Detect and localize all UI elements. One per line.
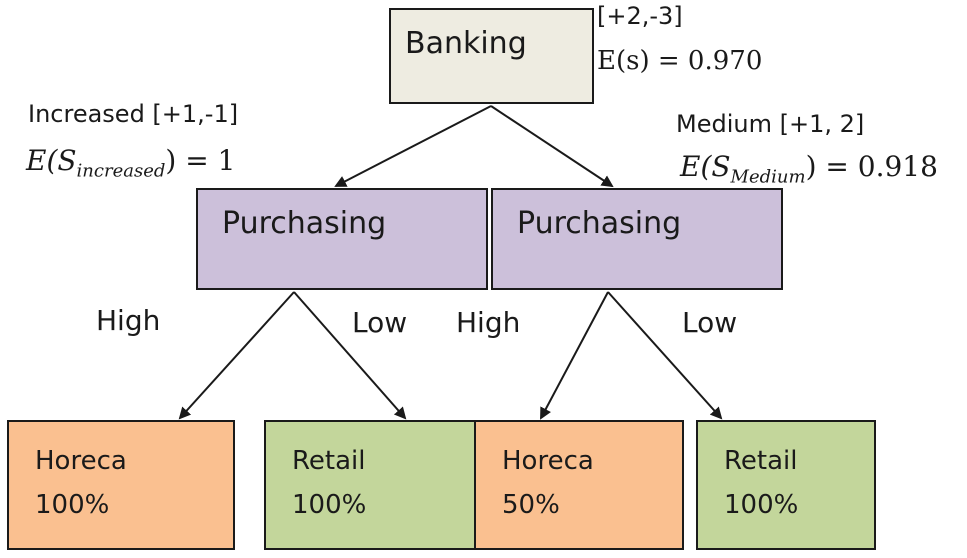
- right-entropy-prefix: E(S: [680, 150, 731, 183]
- left-entropy-sub: increased: [76, 160, 166, 182]
- left-edge-high-label: High: [96, 304, 161, 337]
- edge-root-to-left: [334, 105, 492, 187]
- leaf-value: 50%: [502, 490, 560, 520]
- right-edge-high-label: High: [456, 306, 521, 339]
- left-purchasing-node: Purchasing: [196, 188, 488, 290]
- leaf-name: Horeca: [35, 446, 127, 476]
- root-entropy: E(s) = 0.970: [597, 46, 763, 76]
- left-edge-low-label: Low: [352, 306, 408, 339]
- edge-left-low: [293, 291, 407, 420]
- leaf-value: 100%: [292, 490, 367, 520]
- leaf-left-retail: Retail 100%: [264, 420, 492, 550]
- leaf-right-horeca: Horeca 50%: [474, 420, 684, 550]
- right-purchasing-label: Purchasing: [517, 206, 682, 241]
- leaf-right-retail: Retail 100%: [696, 420, 876, 550]
- right-entropy-suffix: ) = 0.918: [805, 150, 938, 183]
- leaf-name: Horeca: [502, 446, 594, 476]
- edge-right-high: [540, 291, 609, 420]
- left-branch-annotation: Increased [+1,-1]: [28, 100, 239, 128]
- leaf-name: Retail: [724, 446, 798, 476]
- leaf-value: 100%: [724, 490, 799, 520]
- edge-root-to-right: [490, 105, 614, 188]
- root-counts: [+2,-3]: [597, 2, 683, 30]
- leaf-value: 100%: [35, 490, 110, 520]
- right-branch-entropy: E(SMedium) = 0.918: [680, 150, 938, 188]
- edge-right-low: [607, 291, 723, 420]
- leaf-name: Retail: [292, 446, 366, 476]
- left-entropy-suffix: ) = 1: [165, 144, 236, 177]
- right-edge-low-label: Low: [682, 306, 738, 339]
- root-node-label: Banking: [405, 26, 527, 61]
- left-entropy-prefix: E(S: [26, 144, 77, 177]
- leaf-left-horeca: Horeca 100%: [7, 420, 235, 550]
- right-purchasing-node: Purchasing: [491, 188, 783, 290]
- right-entropy-sub: Medium: [730, 166, 806, 188]
- left-purchasing-label: Purchasing: [222, 206, 387, 241]
- edge-left-high: [178, 291, 295, 420]
- left-branch-entropy: E(Sincreased) = 1: [26, 144, 235, 182]
- right-branch-annotation: Medium [+1, 2]: [676, 110, 865, 138]
- root-node: Banking: [389, 8, 594, 104]
